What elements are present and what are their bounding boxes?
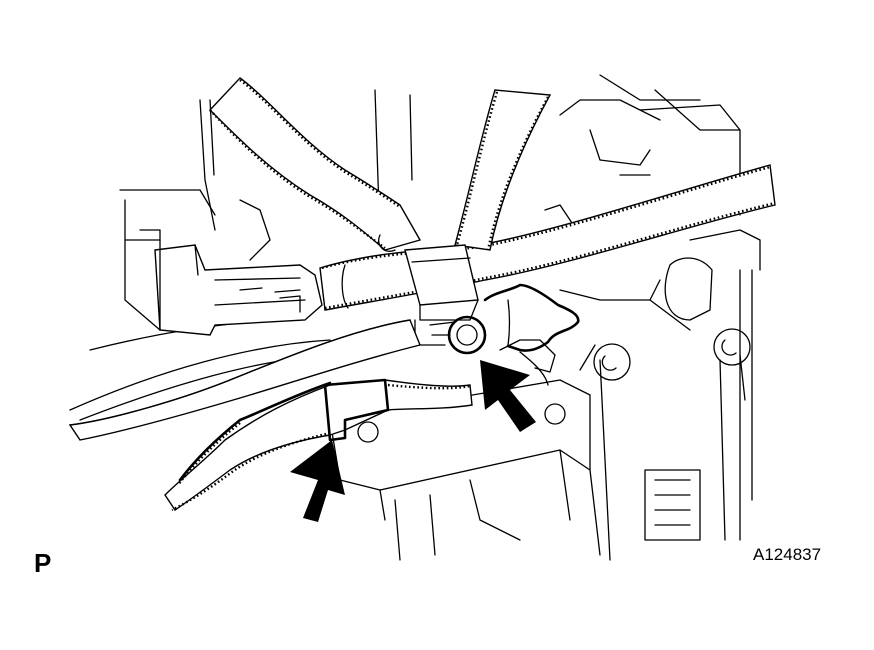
- lower-left-harness: [68, 319, 421, 441]
- upper-center-harness: [454, 89, 552, 251]
- upper-left-harness: [209, 77, 422, 252]
- arrow-up-right-icon: [290, 440, 345, 522]
- bolt-boss: [593, 343, 631, 381]
- bracket-bolt-hole: [357, 421, 379, 443]
- bracket-bolt-hole: [544, 403, 566, 425]
- harness-clamp: [404, 244, 479, 346]
- harness-connector: [154, 244, 323, 336]
- engine-bosses: [579, 257, 751, 401]
- lower-wire-harness: [164, 378, 473, 512]
- ground-wire-terminal: [483, 283, 580, 386]
- bolt-boss: [713, 328, 751, 366]
- view-label: P: [34, 548, 52, 578]
- clamp-bolt: [429, 315, 487, 355]
- figure-id: A124837: [753, 545, 822, 564]
- engine-background-lines: [69, 74, 761, 561]
- arrow-up-left-icon: [480, 360, 536, 432]
